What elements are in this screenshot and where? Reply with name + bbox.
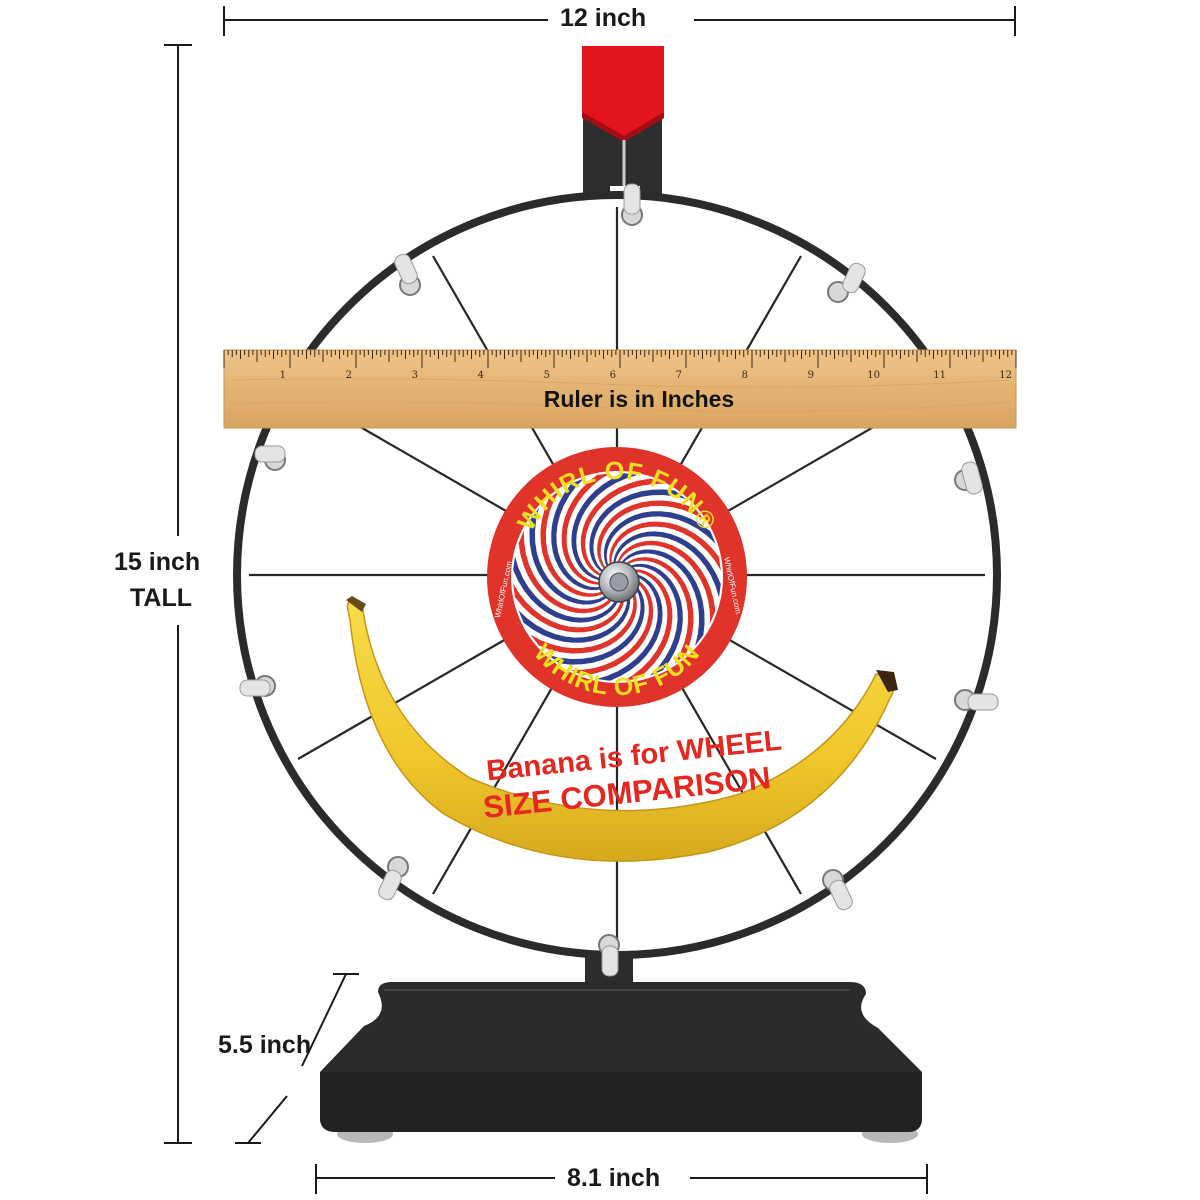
depth-dimension-label: 5.5 inch — [218, 1031, 312, 1059]
wheel-pegs — [239, 183, 999, 977]
ruler-ticks — [223, 350, 1017, 368]
base-width-dimension-line — [315, 1164, 928, 1194]
peg-icon — [827, 262, 866, 303]
logo-swirl-arm — [513, 583, 625, 633]
ruler-number: 4 — [478, 370, 484, 381]
peg-icon — [239, 675, 276, 697]
logo-swirl-arm — [518, 530, 617, 614]
ruler-number: 3 — [412, 370, 418, 381]
depth-dimension-line — [235, 973, 359, 1144]
logo-swirl — [513, 473, 721, 681]
peg-icon — [378, 856, 409, 901]
pointer-flag-icon — [582, 46, 664, 186]
ruler-number: 12 — [999, 370, 1012, 381]
logo-swirl-arm — [570, 577, 654, 676]
width-dimension-label: 12 inch — [560, 4, 647, 32]
logo-swirl-arm — [617, 540, 716, 624]
ruler-number: 7 — [676, 370, 682, 381]
stand-base — [320, 982, 922, 1143]
peg-icon — [621, 183, 643, 226]
ruler-number: 11 — [933, 370, 946, 381]
peg-icon — [822, 869, 853, 911]
peg-icon — [254, 445, 286, 471]
logo-swirl-arm — [609, 521, 721, 571]
logo-swirl-arm — [571, 473, 638, 581]
ruler-number: 1 — [280, 370, 286, 381]
peg-icon — [394, 253, 421, 296]
peg-icon — [598, 934, 620, 977]
logo-swirl-arm — [561, 473, 611, 585]
base-width-dimension-label: 8.1 inch — [567, 1164, 661, 1192]
ruler-number: 8 — [742, 370, 748, 381]
height-dimension-line — [164, 44, 192, 1144]
width-dimension-line — [223, 6, 1016, 36]
logo-swirl-arm — [580, 478, 664, 577]
ruler-number: 5 — [544, 370, 550, 381]
ruler-number: 9 — [808, 370, 814, 381]
logo-swirl-arm — [623, 569, 673, 681]
ruler-number: 6 — [610, 370, 616, 381]
height-dimension-label-line2: TALL — [130, 584, 193, 612]
logo-swirl-arm — [613, 531, 721, 598]
center-bolt-icon — [598, 561, 640, 603]
peg-icon — [954, 461, 983, 495]
ruler-number: 10 — [867, 370, 880, 381]
logo-swirl-arm — [596, 573, 663, 681]
logo-swirl-arm — [513, 556, 621, 623]
ruler-number: 2 — [346, 370, 352, 381]
height-dimension-label-line1: 15 inch — [114, 548, 201, 576]
ruler-caption: Ruler is in Inches — [544, 386, 734, 412]
whirl-of-fun-logo: WHIRL OF FUN® WHIRL OF FUN WhirlOfFun.co… — [487, 447, 747, 707]
peg-icon — [954, 689, 999, 711]
